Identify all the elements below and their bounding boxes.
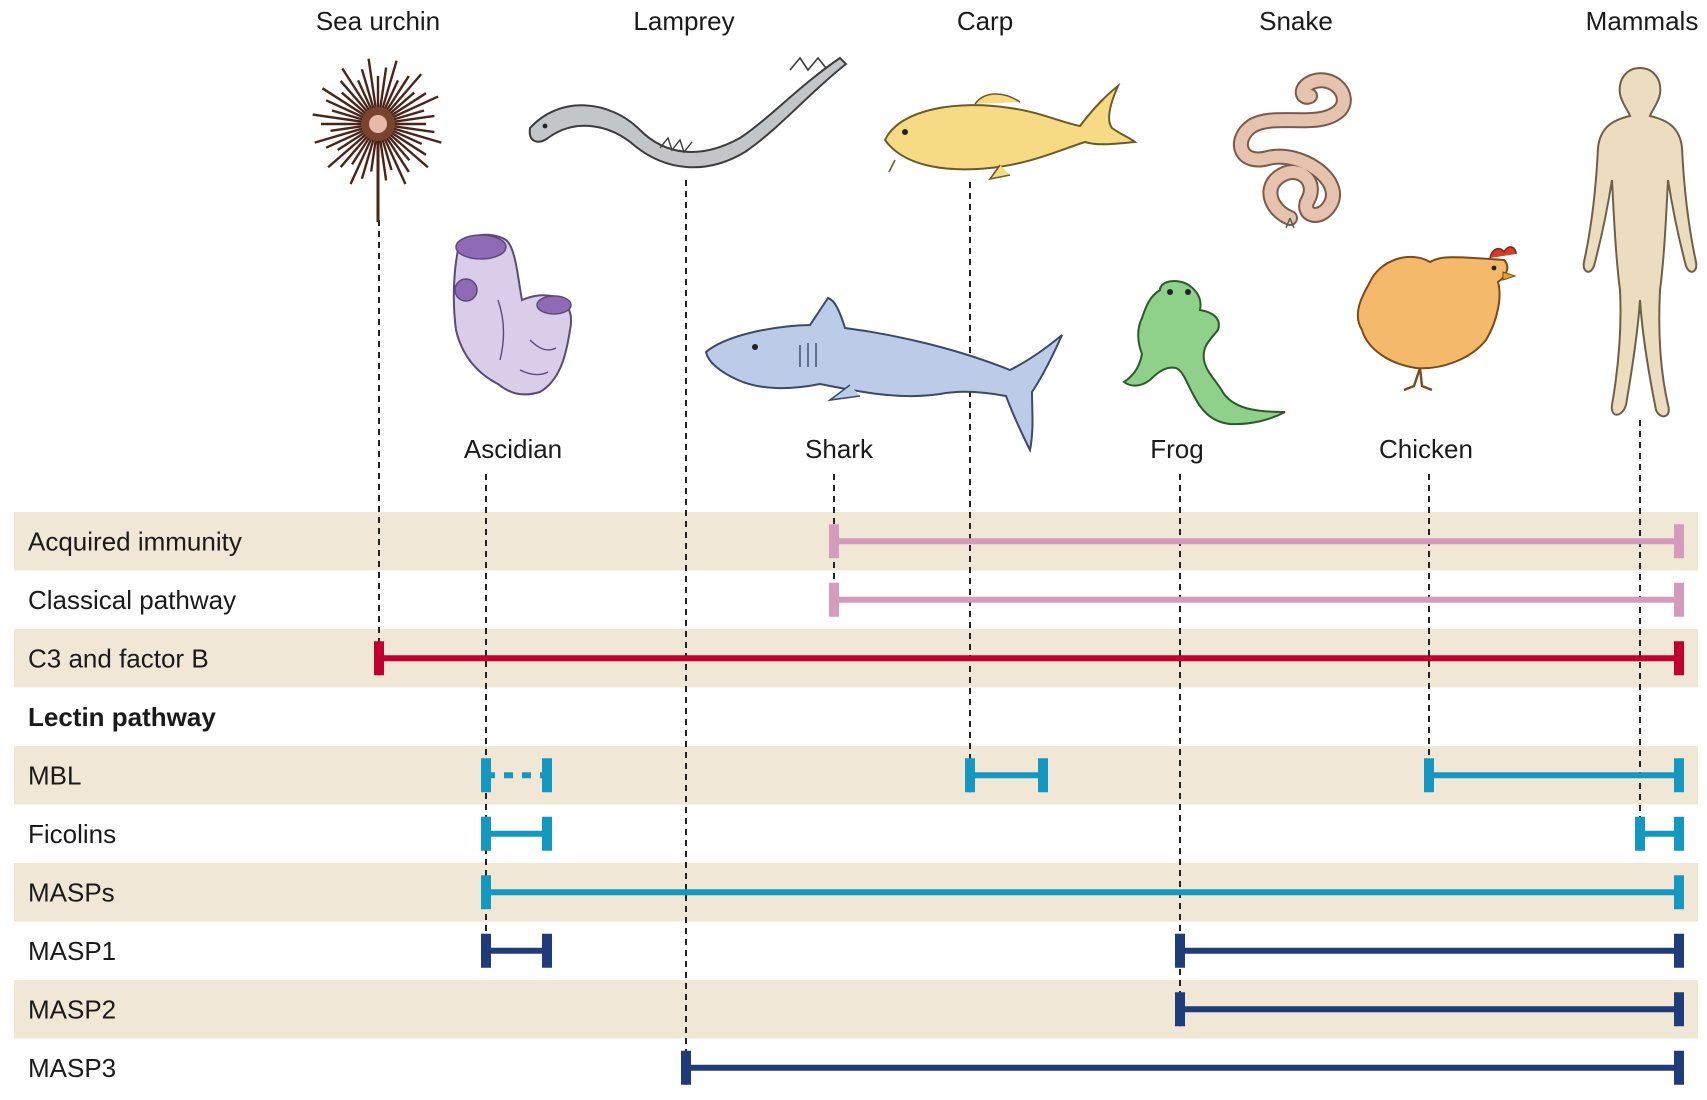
row-label-classical-pathway: Classical pathway <box>28 585 236 615</box>
bar-ficolins-ascidian <box>486 817 547 851</box>
row-label-c3-factor-b: C3 and factor B <box>28 643 209 673</box>
organism-label-sea-urchin: Sea urchin <box>316 6 440 36</box>
organism-label-lamprey: Lamprey <box>633 6 734 36</box>
frog-icon <box>1124 281 1285 424</box>
row-label-masp1: MASP1 <box>28 936 116 966</box>
lamprey-icon <box>530 58 846 167</box>
row-label-masp3: MASP3 <box>28 1053 116 1083</box>
organism-label-snake: Snake <box>1259 6 1333 36</box>
organism-label-carp: Carp <box>957 6 1013 36</box>
row-label-acquired-immunity: Acquired immunity <box>28 526 242 556</box>
row-label-masp2: MASP2 <box>28 994 116 1024</box>
shark-icon <box>706 298 1062 450</box>
organism-label-mammals: Mammals <box>1586 6 1699 36</box>
organism-label-chicken: Chicken <box>1379 434 1473 464</box>
snake-icon <box>1241 80 1344 228</box>
human-icon <box>1584 68 1697 416</box>
ascidian-icon <box>454 235 571 395</box>
bar-masp1-ascidian <box>486 934 547 968</box>
row-label-lectin-pathway: Lectin pathway <box>28 702 216 732</box>
carp-icon <box>885 86 1135 179</box>
bar-ficolins-mammals <box>1640 817 1679 851</box>
sea-urchin-icon <box>313 59 442 222</box>
chicken-icon <box>1358 247 1516 390</box>
organism-label-ascidian: Ascidian <box>464 434 562 464</box>
bar-classical-pathway-shark <box>834 583 1679 617</box>
organism-label-shark: Shark <box>805 434 874 464</box>
bar-masp3-lamprey <box>686 1051 1679 1085</box>
organism-label-frog: Frog <box>1150 434 1203 464</box>
bar-masp1-frog <box>1180 934 1679 968</box>
organism-illustrations <box>313 58 1697 450</box>
row-label-masps: MASPs <box>28 877 115 907</box>
row-label-ficolins: Ficolins <box>28 819 116 849</box>
row-label-mbl: MBL <box>28 760 81 790</box>
